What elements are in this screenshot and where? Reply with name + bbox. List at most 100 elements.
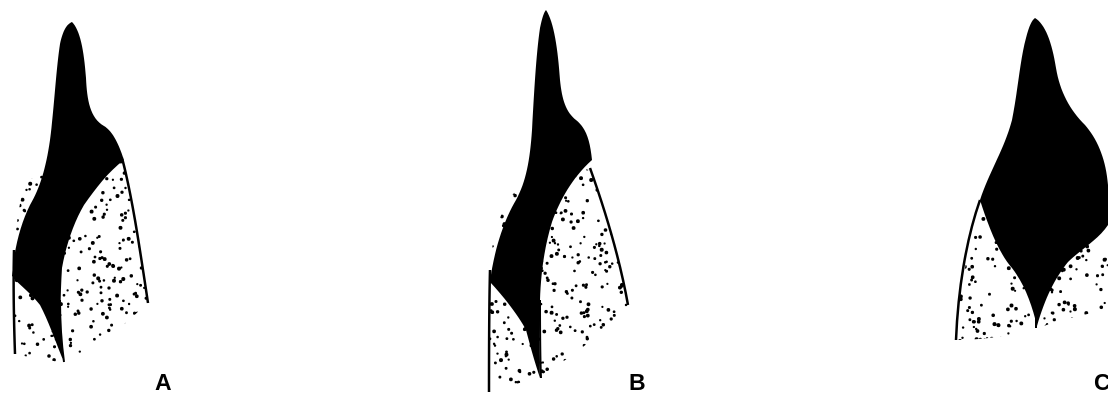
stipple-dot [1099,288,1102,291]
stipple-dot [600,248,604,252]
stipple-dot [625,211,628,214]
stipple-dot [1083,329,1086,332]
stipple-dot [604,371,608,375]
stipple-dot [610,177,614,181]
stipple-dot [976,329,980,333]
stipple-dot [1065,322,1069,326]
stipple-dot [1081,255,1084,258]
stipple-dot [527,385,530,388]
stipple-dot [109,308,112,311]
stipple-dot [106,265,109,268]
stipple-dot [572,226,576,230]
stipple-dot [610,317,613,320]
stipple-dot [597,219,600,222]
stipple-dot [134,292,137,295]
stipple-dot [595,161,599,165]
stipple-dot [107,286,110,289]
stipple-dot [129,152,131,154]
stipple-dot [593,323,596,326]
stipple-dot [529,380,533,384]
stipple-dot [101,191,104,194]
stipple-dot [546,277,549,280]
stipple-dot [1007,324,1010,327]
stipple-dot [550,311,554,315]
stipple-dot [967,185,970,188]
stipple-dot [1053,318,1056,321]
stipple-dot [588,382,591,385]
stipple-dot [120,367,123,370]
stipple-dot [555,355,558,358]
stipple-dot [90,210,94,214]
stipple-dot [141,184,143,186]
stipple-dot [607,308,611,312]
stipple-dot [601,285,604,288]
stipple-dot [604,228,608,232]
stipple-dot [29,152,31,154]
stipple-dot [148,317,151,320]
stipple-dot [602,341,604,343]
stipple-dot [25,354,27,356]
stipple-dot [1084,311,1088,315]
stipple-dot [571,384,575,388]
stipple-dot [1075,268,1077,270]
panel-b-root-line [540,300,541,378]
panel-a: A [12,22,172,395]
stipple-dot [605,251,609,255]
stipple-dot [13,171,17,175]
stipple-dot [991,314,995,318]
stipple-dot [529,386,533,390]
stipple-dot [567,383,570,386]
stipple-dot [968,283,971,286]
stipple-dot [103,213,106,216]
stipple-dot [999,336,1002,339]
stipple-dot [993,322,997,326]
stipple-dot [89,307,92,310]
stipple-dot [564,196,567,199]
stipple-dot [15,179,18,182]
stipple-dot [135,294,139,298]
stipple-dot [1069,310,1071,312]
stipple-dot [628,198,632,202]
stipple-dot [996,340,999,343]
stipple-dot [84,235,87,238]
stipple-dot [542,330,546,334]
stipple-dot [1067,303,1069,305]
stipple-dot [20,154,24,158]
stipple-dot [1010,304,1014,308]
stipple-dot [137,204,141,208]
stipple-dot [628,292,632,296]
stipple-dot [89,325,93,329]
stipple-dot [986,337,988,339]
stipple-dot [98,348,101,351]
stipple-dot [133,230,136,233]
stipple-dot [503,167,506,170]
stipple-dot [565,372,569,376]
stipple-dot [141,244,143,246]
stipple-dot [993,338,996,341]
stipple-dot [554,320,556,322]
stipple-dot [561,217,565,221]
stipple-dot [1023,339,1027,343]
stipple-dot [620,291,623,294]
stipple-dot [147,323,151,327]
stipple-dot [956,188,959,191]
stipple-dot [139,322,143,326]
stipple-dot [13,219,16,222]
stipple-dot [1007,332,1009,334]
stipple-dot [494,361,497,364]
stipple-dot [1007,266,1011,270]
stipple-dot [978,235,982,239]
stipple-dot [569,380,571,382]
stipple-dot [1077,319,1080,322]
stipple-dot [1100,333,1103,336]
stipple-dot [551,227,554,230]
stipple-dot [107,329,110,332]
stipple-dot [1065,341,1067,343]
stipple-dot [567,200,570,203]
stipple-dot [611,381,613,383]
stipple-dot [500,215,504,219]
stipple-dot [550,385,554,389]
stipple-dot [1087,249,1091,253]
stipple-dot [512,338,515,341]
